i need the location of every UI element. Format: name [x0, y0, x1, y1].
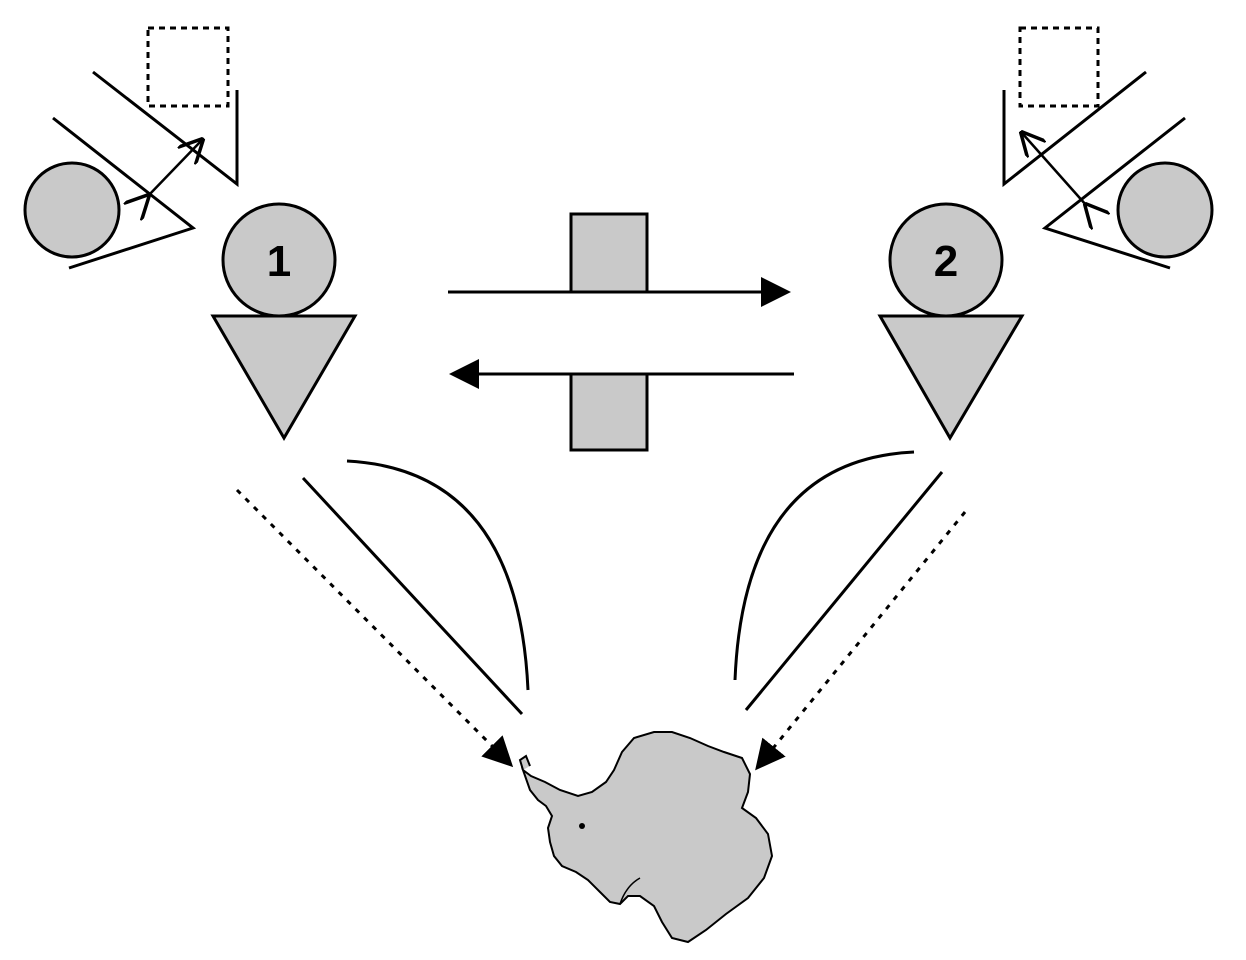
- left-lower-chevron: [52, 116, 197, 270]
- left-cluster: 1: [23, 26, 358, 441]
- right-outer-circle: [1116, 161, 1214, 259]
- right-curved-line: [733, 450, 915, 681]
- right-double-arrow: [1022, 133, 1086, 205]
- right-paths: [733, 450, 967, 771]
- ross-sea-inlet: [619, 877, 641, 905]
- left-straight-line: [301, 476, 524, 716]
- node-1-triangle: [210, 314, 358, 441]
- node-1-label: 1: [267, 237, 291, 286]
- left-double-arrow: [148, 140, 202, 196]
- right-straight-line: [744, 471, 944, 711]
- antarctica-map-icon: [518, 731, 774, 944]
- center-exchange: [448, 212, 794, 452]
- left-curved-line: [346, 459, 530, 691]
- left-outer-circle: [23, 161, 121, 259]
- node-2-triangle: [877, 314, 1025, 441]
- left-upper-chevron: [92, 70, 239, 188]
- lower-barrier: [569, 372, 649, 452]
- right-upper-chevron: [1002, 70, 1147, 188]
- upper-barrier: [569, 212, 649, 294]
- right-dashed-box: [1018, 26, 1100, 108]
- left-paths: [235, 459, 530, 768]
- left-dotted-arrow: [235, 488, 514, 768]
- right-cluster: 2: [877, 26, 1214, 441]
- ice-shelf-spot: [579, 823, 585, 829]
- right-dotted-arrow: [755, 511, 967, 771]
- antarctica-peninsula: [518, 754, 531, 771]
- node-2-label: 2: [934, 237, 958, 286]
- antarctica-shape: [520, 731, 774, 944]
- left-dashed-box: [146, 26, 230, 108]
